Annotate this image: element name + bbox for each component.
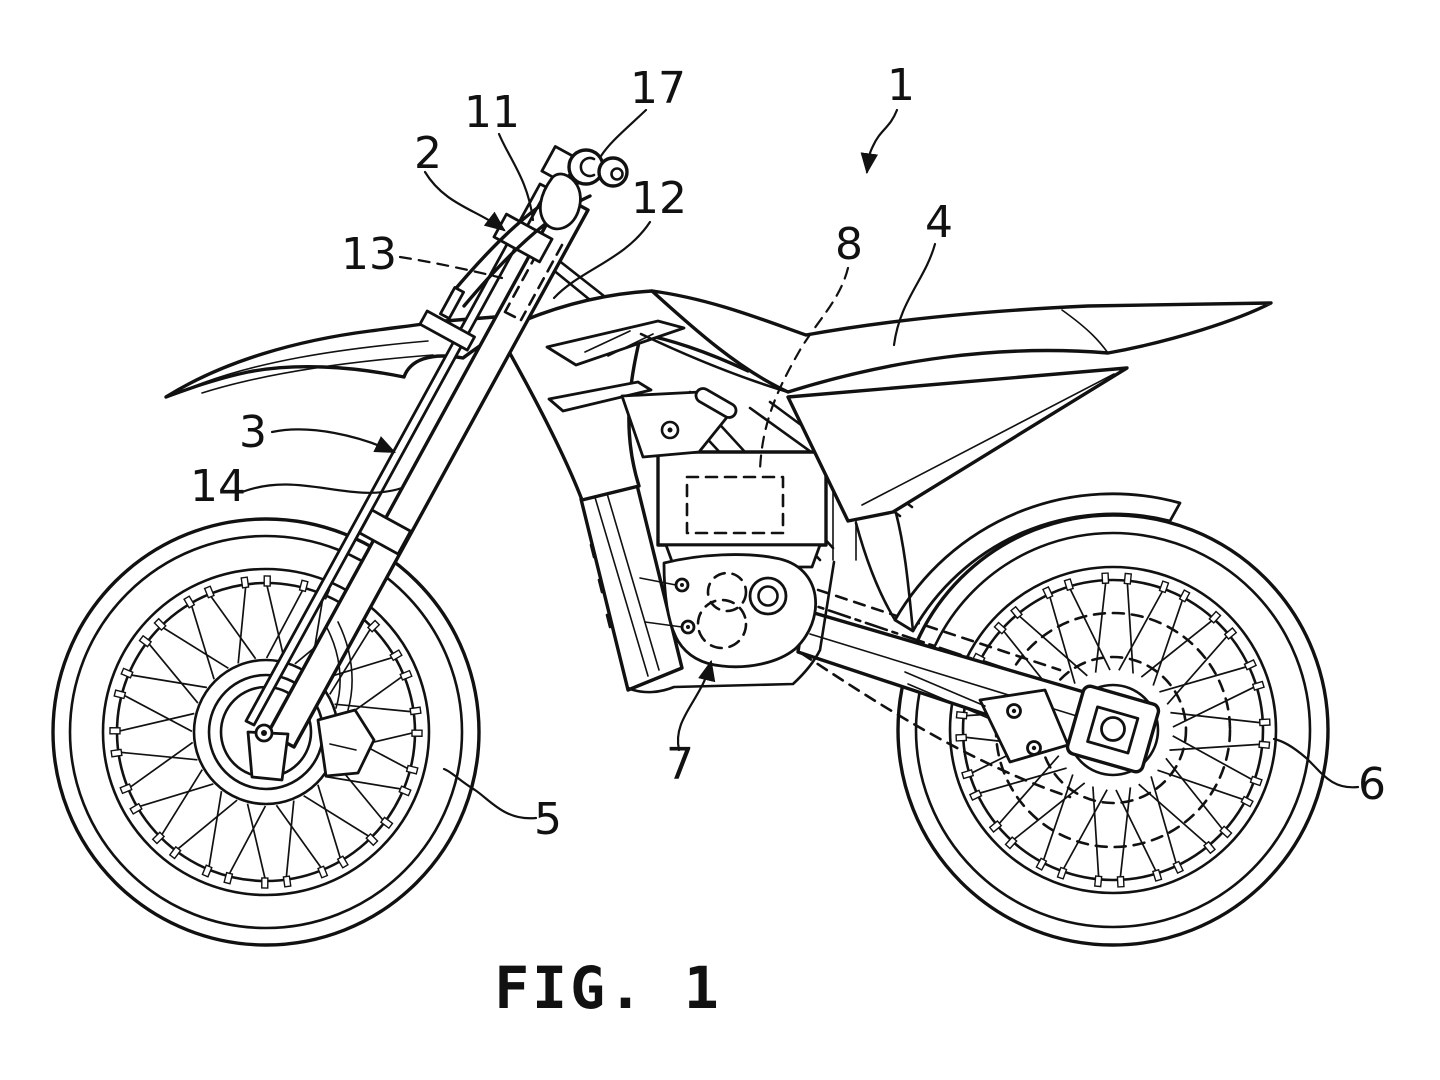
- fork-main-tube: [266, 194, 590, 749]
- ref-label-17: 17: [630, 63, 686, 114]
- leader-2: [423, 170, 506, 232]
- fork-clamp: [358, 508, 412, 556]
- frame-stub: [694, 387, 738, 419]
- brake-line-guide: [325, 621, 353, 711]
- rear-axle: [1100, 716, 1126, 742]
- ref-label-13: 13: [341, 229, 397, 280]
- ref-label-2: 2: [414, 128, 442, 179]
- leader-3: [270, 428, 396, 454]
- shroud-lower-vent: [547, 380, 653, 413]
- steering-stem-dashed: [503, 235, 564, 322]
- motor-unit: [626, 553, 836, 694]
- motor-case: [662, 553, 818, 669]
- figure-caption: FIG. 1: [494, 954, 722, 1022]
- fender-mount: [418, 309, 476, 352]
- leader-lines: [240, 108, 1360, 820]
- ref-label-8: 8: [835, 219, 863, 270]
- swingarm: [796, 608, 1161, 774]
- headstock-cover: [538, 172, 582, 231]
- ref-label-6: 6: [1358, 759, 1386, 810]
- reference-numerals: 1 2 3 4 5 6 7 8 11 12 13 14 17: [190, 60, 1386, 845]
- ref-label-4: 4: [925, 197, 953, 248]
- leader-13-dashed: [398, 255, 504, 280]
- grip: [567, 148, 605, 186]
- leader-12: [552, 220, 652, 300]
- front-wheel-spokes: [109, 575, 423, 889]
- output-sprocket: [748, 576, 788, 616]
- front-wheel: [51, 517, 481, 947]
- rear-brake-plate: [978, 688, 1070, 764]
- bodywork: [496, 289, 1273, 523]
- leader-6: [1272, 737, 1360, 789]
- leader-7: [676, 659, 716, 752]
- front-fender: [164, 313, 522, 399]
- side-panel: [786, 366, 1129, 523]
- rear-wheel: [896, 513, 1330, 947]
- leader-17: [599, 108, 648, 158]
- motor-shaft-dashed: [706, 571, 748, 613]
- motor-dashed: [696, 598, 748, 650]
- leader-1: [860, 108, 899, 175]
- ref-label-3: 3: [239, 407, 267, 458]
- leader-4: [892, 242, 937, 347]
- front-brake-caliper: [316, 708, 376, 778]
- leader-14: [240, 483, 404, 494]
- ref-label-11: 11: [464, 87, 520, 138]
- ref-label-14: 14: [190, 461, 246, 512]
- ref-label-5: 5: [534, 794, 562, 845]
- fork-guard-tube: [244, 182, 550, 727]
- leader-11: [497, 132, 535, 222]
- shroud-upper-vent: [545, 319, 686, 367]
- ref-label-7: 7: [666, 739, 694, 790]
- battery-case: [656, 450, 828, 569]
- fork-foot: [246, 730, 290, 782]
- battery-dashed-outline: [685, 475, 785, 535]
- front-fork: [244, 182, 590, 782]
- bar-end: [439, 286, 465, 320]
- leader-5: [442, 767, 538, 820]
- ref-label-12: 12: [631, 173, 687, 224]
- rear-fender: [854, 492, 1182, 633]
- leader-8-dashed: [758, 266, 850, 472]
- handlebar: [439, 145, 629, 320]
- ref-label-1: 1: [887, 60, 915, 111]
